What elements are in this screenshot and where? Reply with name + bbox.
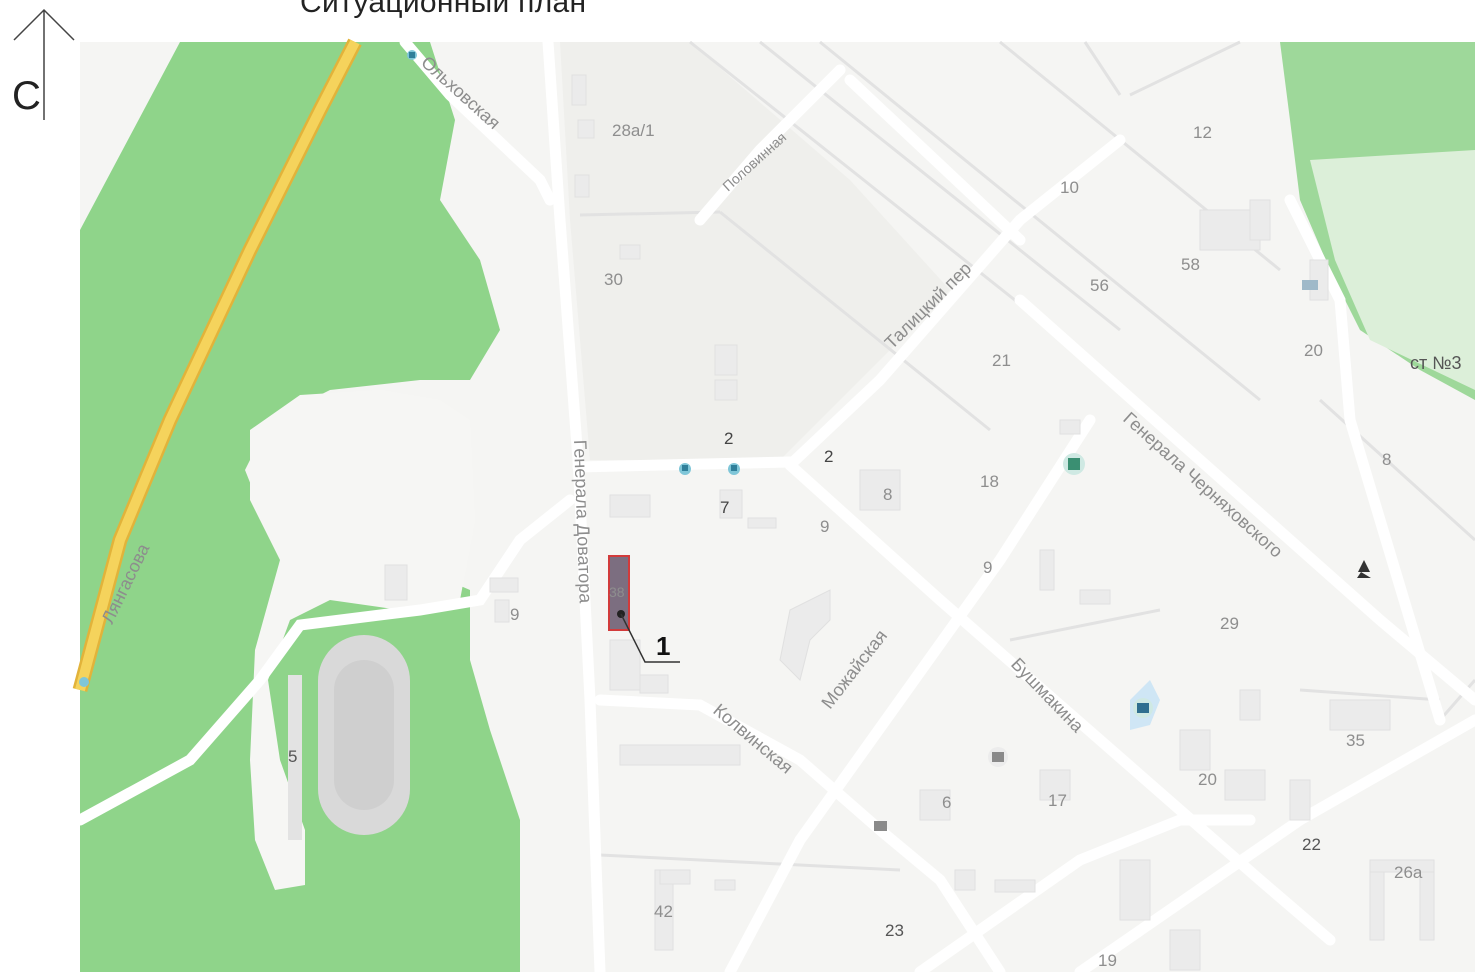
marker-leader-line xyxy=(620,613,680,663)
house-number: 58 xyxy=(1181,255,1200,274)
house-number: 2 xyxy=(724,429,733,448)
building-icon xyxy=(1302,280,1318,290)
school-icon[interactable] xyxy=(1063,453,1085,475)
house-number: 23 xyxy=(885,921,904,940)
house-number: 20 xyxy=(1304,341,1323,360)
tree-icon[interactable] xyxy=(1357,560,1371,578)
main-streets xyxy=(74,36,1475,972)
house-number: 5 xyxy=(288,747,297,766)
street-stadium-road xyxy=(74,494,576,826)
street-olkhovskaya xyxy=(399,36,556,206)
house-number: 19 xyxy=(1098,951,1117,970)
house-number: 29 xyxy=(1220,614,1239,633)
bus-stop-icon[interactable] xyxy=(407,50,417,60)
house-number: 6 xyxy=(942,793,951,812)
house-number: 17 xyxy=(1048,791,1067,810)
street-dovatora xyxy=(542,36,606,972)
buildings xyxy=(384,74,1435,971)
school-icon[interactable] xyxy=(1133,698,1153,718)
house-number: 38 xyxy=(609,584,625,600)
bus-stop-icon[interactable] xyxy=(679,463,691,475)
bus-stop-icon[interactable] xyxy=(728,463,740,475)
street-east-vertical xyxy=(1284,194,1446,726)
post-icon[interactable] xyxy=(874,821,887,831)
street-kolvinskaya xyxy=(594,694,1006,972)
block-shade-north xyxy=(560,42,950,460)
house-number: 28а/1 xyxy=(612,121,655,140)
house-number: 20 xyxy=(1198,770,1217,789)
house-number: 30 xyxy=(604,270,623,289)
house-number: 9 xyxy=(983,558,992,577)
street-mozhayskaya xyxy=(724,414,1096,972)
north-label: С xyxy=(12,74,41,118)
house-number: 18 xyxy=(980,472,999,491)
marker-label: 1 xyxy=(656,631,670,661)
house-number: 35 xyxy=(1346,731,1365,750)
street-bushmakina xyxy=(784,459,1336,946)
house-number: 56 xyxy=(1090,276,1109,295)
house-number: 22 xyxy=(1302,835,1321,854)
road-lyangasova xyxy=(75,39,360,692)
north-arrow-icon xyxy=(13,8,75,120)
house-number: 7 xyxy=(720,498,729,517)
house-number: 42 xyxy=(654,902,673,921)
house-number: 21 xyxy=(992,351,1011,370)
house-number: 10 xyxy=(1060,178,1079,197)
forest-light-east xyxy=(1310,150,1475,390)
street-south-lane xyxy=(914,814,1256,972)
house-number: 9 xyxy=(510,605,519,624)
building-5 xyxy=(288,675,302,840)
museum-icon[interactable] xyxy=(988,747,1008,767)
house-number: 9 xyxy=(820,517,829,536)
clearing-area xyxy=(250,390,475,890)
snt-label: ст №3 xyxy=(1410,353,1462,373)
house-number: 26а xyxy=(1394,863,1423,882)
street-chernyakhovskogo-north xyxy=(844,74,1026,246)
street-polovinnaya xyxy=(694,64,846,226)
street-talitsky xyxy=(784,134,1126,471)
plan-title: Ситуационный план xyxy=(300,0,587,19)
minor-streets xyxy=(579,40,1475,872)
bus-stop-icon[interactable] xyxy=(79,677,89,687)
house-number: 8 xyxy=(883,485,892,504)
house-number: 8 xyxy=(1382,450,1391,469)
house-number: 2 xyxy=(824,447,833,466)
stadium-field xyxy=(334,660,394,810)
house-number: 12 xyxy=(1193,123,1212,142)
